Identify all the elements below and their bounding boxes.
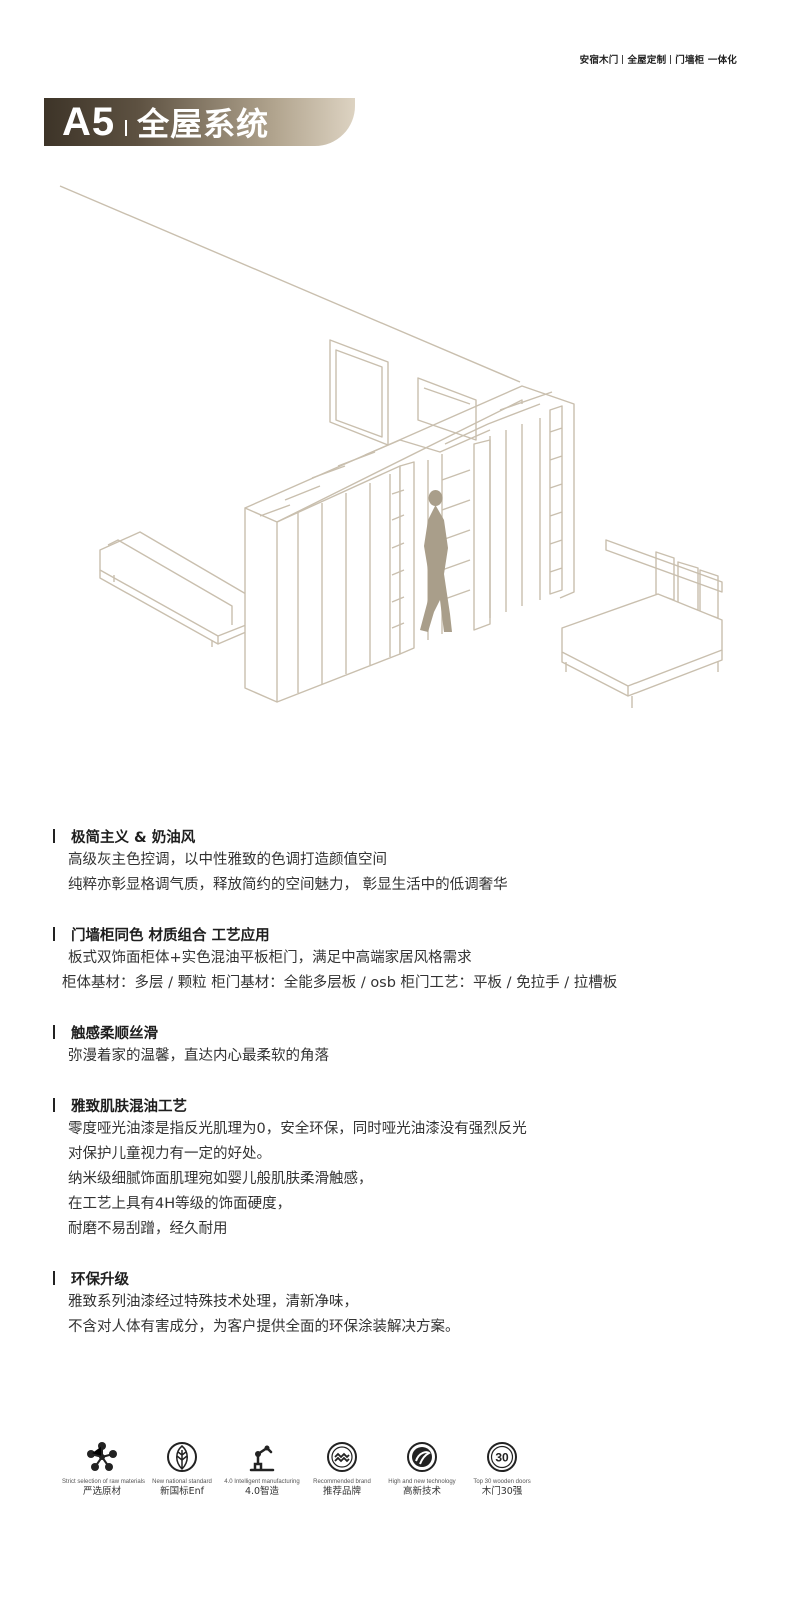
feature-section: 雅致肌肤混油工艺 零度哑光油漆是指反光肌理为0，安全环保，同时哑光油漆没有强烈反… [53,1093,773,1242]
technology-icon [407,1442,437,1472]
section-marker [53,829,55,843]
section-text: 雅致系列油漆经过特殊技术处理，清新净味， [68,1294,358,1310]
section-title: 极简主义 & 奶油风 [71,829,196,846]
certification-badges: Strict selection of raw materials 严选原材 N… [62,1440,542,1498]
feature-section: 极简主义 & 奶油风 高级灰主色控调，以中性雅致的色调打造颜值空间 纯粹亦彰显格… [53,824,773,898]
title-code: A5 [62,99,116,144]
brand-divider [670,55,672,64]
brand-tagline-2: 门墙柜 一体化 [675,55,737,66]
feature-sections: 极简主义 & 奶油风 高级灰主色控调，以中性雅致的色调打造颜值空间 纯粹亦彰显格… [53,824,773,1364]
person-silhouette [420,490,452,632]
badge-top30: 30 Top 30 wooden doors 木门30强 [462,1440,542,1498]
sofa-drawing [99,531,247,647]
section-text: 纯粹亦彰显格调气质，释放简约的空间魅力， 彰显生活中的低调奢华 [68,877,508,893]
section-title: 雅致肌肤混油工艺 [71,1098,187,1115]
badge-chinese: 新国标Enf [160,1486,204,1497]
badge-english: Strict selection of raw materials [62,1479,146,1485]
badge-chinese: 严选原材 [82,1486,121,1497]
badge-english: 4.0 Intelligent manufacturing [224,1479,300,1485]
badge-english: Recommended brand [313,1479,371,1485]
feature-section: 环保升级 雅致系列油漆经过特殊技术处理，清新净味， 不含对人体有害成分，为客户提… [53,1266,773,1340]
feature-section: 门墙柜同色 材质组合 工艺应用 板式双饰面柜体+实色混油平板柜门，满足中高端家居… [53,922,773,996]
badge-raw-materials: Strict selection of raw materials 严选原材 [62,1440,146,1498]
brand-tagline-1: 全屋定制 [627,55,667,66]
section-text: 在工艺上具有4H等级的饰面硬度， [68,1196,292,1212]
wall-line [59,185,521,383]
top30-icon: 30 [487,1442,517,1472]
leaf-icon [167,1442,197,1472]
section-text: 对保护儿童视力有一定的好处。 [68,1146,271,1162]
badge-english: New national standard [152,1479,212,1485]
page-title: 全屋系统 [137,105,270,143]
section-marker [53,927,55,941]
section-text: 弥漫着家的温馨，直达内心最柔软的角落 [68,1048,329,1064]
badge-chinese: 高新技术 [402,1486,441,1497]
brand-name: 安宿木门 [579,55,619,66]
section-text: 耐磨不易刮蹭，经久耐用 [68,1221,228,1237]
section-marker [53,1025,55,1039]
bed-drawing [561,539,723,708]
section-text: 柜体基材：多层 / 颗粒 柜门基材：全能多层板 / osb 柜门工艺：平板 / … [62,975,618,991]
brand-seal-icon [327,1442,357,1472]
brand-header: 安宿木门全屋定制门墙柜 一体化 [580,52,737,66]
badge-chinese: 木门30强 [481,1486,523,1497]
section-text: 不含对人体有害成分，为客户提供全面的环保涂装解决方案。 [68,1319,460,1335]
badge-intelligent-manufacturing: 4.0 Intelligent manufacturing 4.0智造 [222,1440,302,1498]
section-marker [53,1098,55,1112]
robot-arm-icon [249,1445,275,1472]
section-title: 门墙柜同色 材质组合 工艺应用 [71,927,270,944]
top30-number: 30 [495,1451,509,1465]
section-text: 板式双饰面柜体+实色混油平板柜门，满足中高端家居风格需求 [68,950,472,966]
badge-chinese: 4.0智造 [244,1486,280,1497]
window-left [329,339,389,446]
section-text: 高级灰主色控调，以中性雅致的色调打造颜值空间 [68,852,387,868]
section-title: 触感柔顺丝滑 [71,1025,158,1042]
brand-divider [622,55,624,64]
title-banner: A5 全屋系统 [44,98,355,146]
section-title: 环保升级 [71,1271,129,1288]
section-text: 零度哑光油漆是指反光肌理为0，安全环保，同时哑光油漆没有强烈反光 [68,1121,527,1137]
badge-english: Top 30 wooden doors [473,1479,531,1485]
badge-high-technology: High and new technology 高新技术 [382,1440,462,1498]
badge-national-standard: New national standard 新国标Enf [142,1440,222,1498]
badge-english: High and new technology [388,1479,456,1485]
badge-recommended-brand: Recommended brand 推荐品牌 [302,1440,382,1498]
wardrobe-system [244,385,575,703]
window-right [417,377,477,441]
room-line-illustration [59,185,723,708]
raw-materials-icon [87,1442,117,1471]
section-marker [53,1271,55,1285]
feature-section: 触感柔顺丝滑 弥漫着家的温馨，直达内心最柔软的角落 [53,1020,773,1069]
section-text: 纳米级细腻饰面肌理宛如婴儿般肌肤柔滑触感， [68,1171,373,1187]
title-divider [125,120,128,136]
badge-chinese: 推荐品牌 [322,1486,361,1497]
